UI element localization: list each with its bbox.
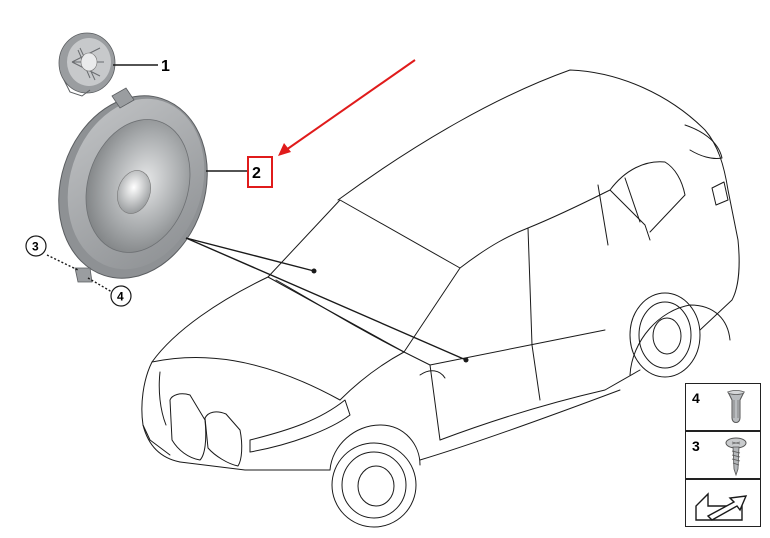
callout-2[interactable]: 2 bbox=[252, 165, 261, 182]
legend-number-3: 3 bbox=[692, 438, 700, 454]
vehicle-outline bbox=[141, 69, 740, 528]
leader-lines bbox=[46, 64, 467, 361]
legend-item-3[interactable]: 3 bbox=[685, 431, 761, 479]
legend-item-link[interactable] bbox=[685, 479, 761, 527]
target-dot-windshield bbox=[311, 268, 317, 274]
callout-3-circle bbox=[25, 235, 47, 257]
tweeter-part-1[interactable] bbox=[58, 32, 116, 97]
legend-item-4[interactable]: 4 bbox=[685, 383, 761, 431]
screw-icon bbox=[725, 437, 747, 477]
clip-nut-icon bbox=[727, 390, 745, 423]
fastener-legend: 4 3 bbox=[685, 383, 761, 531]
target-dot-door bbox=[463, 357, 469, 363]
arrow-link-icon bbox=[695, 492, 748, 521]
speaker-part-2[interactable] bbox=[36, 76, 230, 297]
callout-1[interactable]: 1 bbox=[161, 58, 170, 75]
legend-number-4: 4 bbox=[692, 390, 700, 406]
callout-2-highlight bbox=[247, 156, 273, 188]
callout-4-circle bbox=[110, 285, 132, 307]
callout-4[interactable]: 4 bbox=[117, 290, 124, 304]
callout-3[interactable]: 3 bbox=[32, 240, 39, 254]
red-arrow-annotation bbox=[278, 59, 416, 156]
